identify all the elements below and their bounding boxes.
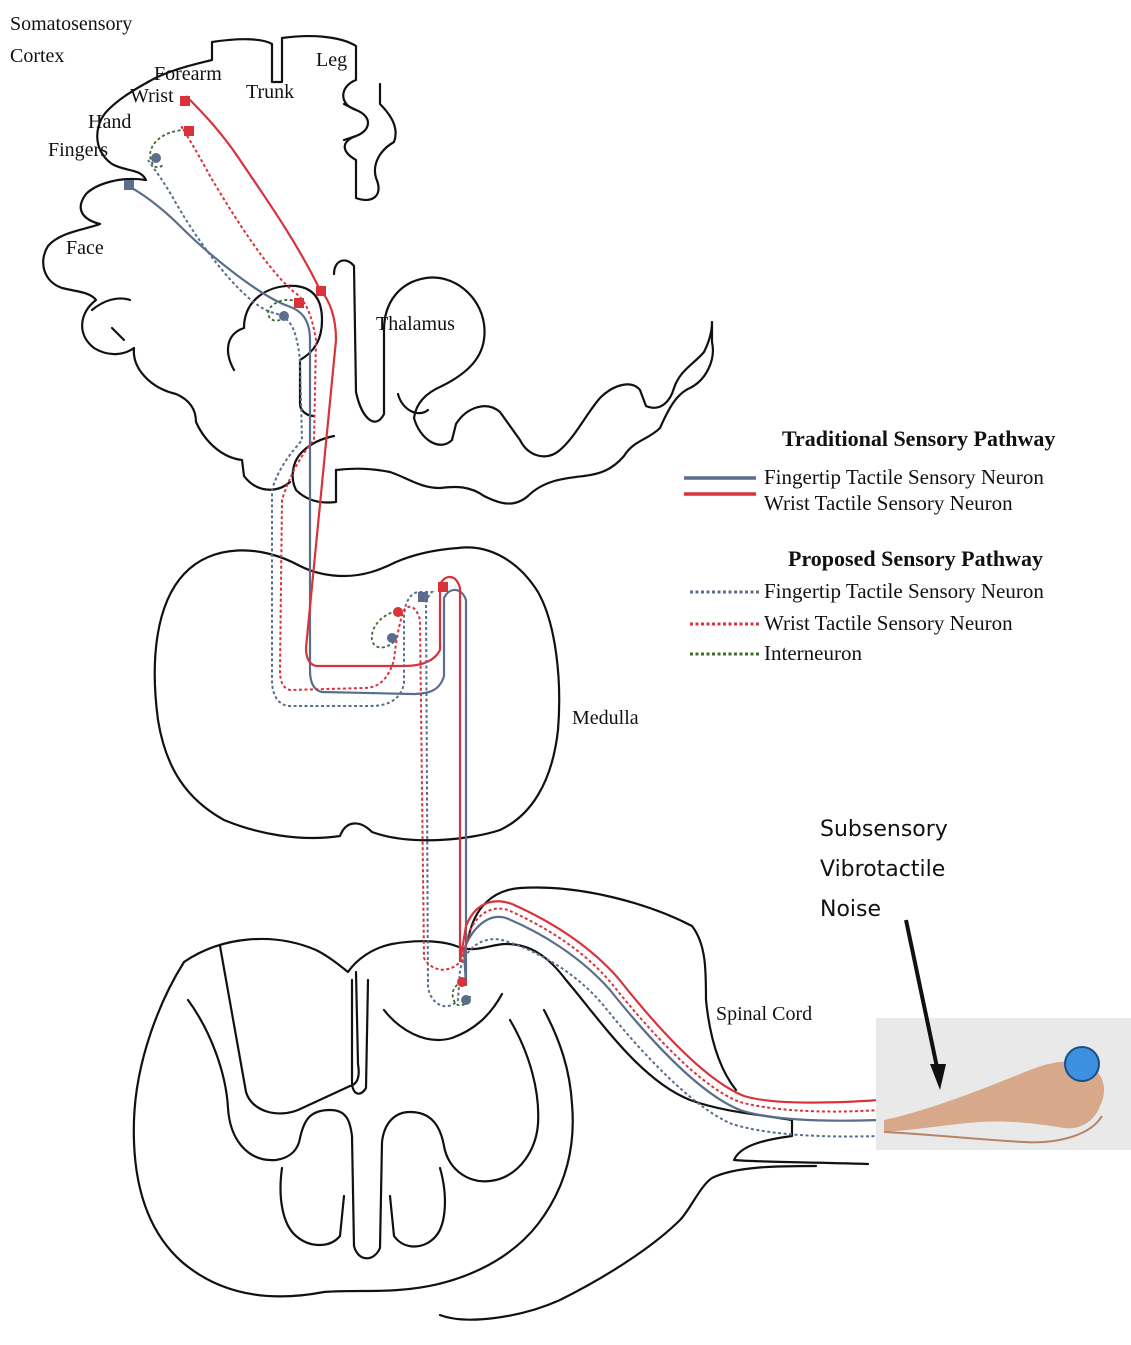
label-somatosensory-cortex-2: Cortex <box>10 45 64 67</box>
label-spinal-cord: Spinal Cord <box>716 1003 812 1025</box>
vibrator-icon <box>1065 1047 1099 1081</box>
label-thalamus: Thalamus <box>376 313 455 335</box>
synapse-markers <box>124 96 471 1005</box>
legend-prop-wrist: Wrist Tactile Sensory Neuron <box>764 611 1013 635</box>
label-noise-1: Subsensory <box>820 817 948 842</box>
interneurons <box>124 96 471 1005</box>
legend-proposed-title: Proposed Sensory Pathway <box>788 546 1043 571</box>
label-noise-3: Noise <box>820 897 881 922</box>
arm-photo <box>876 1018 1131 1150</box>
label-noise-2: Vibrotactile <box>820 857 945 882</box>
legend: Traditional Sensory Pathway Fingertip Ta… <box>684 426 1055 665</box>
legend-traditional-title: Traditional Sensory Pathway <box>782 426 1055 451</box>
legend-trad-fingertip: Fingertip Tactile Sensory Neuron <box>764 465 1044 489</box>
label-fingers: Fingers <box>48 139 108 161</box>
legend-interneuron: Interneuron <box>764 641 862 665</box>
spinal-cord-outline <box>134 887 868 1319</box>
label-wrist: Wrist <box>130 85 174 107</box>
label-trunk: Trunk <box>246 81 294 103</box>
cortex-sulci <box>344 104 356 140</box>
label-somatosensory-cortex-1: Somatosensory <box>10 13 132 35</box>
traditional-pathways <box>128 96 1030 1121</box>
label-medulla: Medulla <box>572 707 639 729</box>
label-face: Face <box>66 237 104 259</box>
legend-prop-fingertip: Fingertip Tactile Sensory Neuron <box>764 579 1044 603</box>
label-hand: Hand <box>88 111 131 133</box>
label-leg: Leg <box>316 49 347 71</box>
label-forearm: Forearm <box>154 63 222 85</box>
legend-trad-wrist: Wrist Tactile Sensory Neuron <box>764 491 1013 515</box>
